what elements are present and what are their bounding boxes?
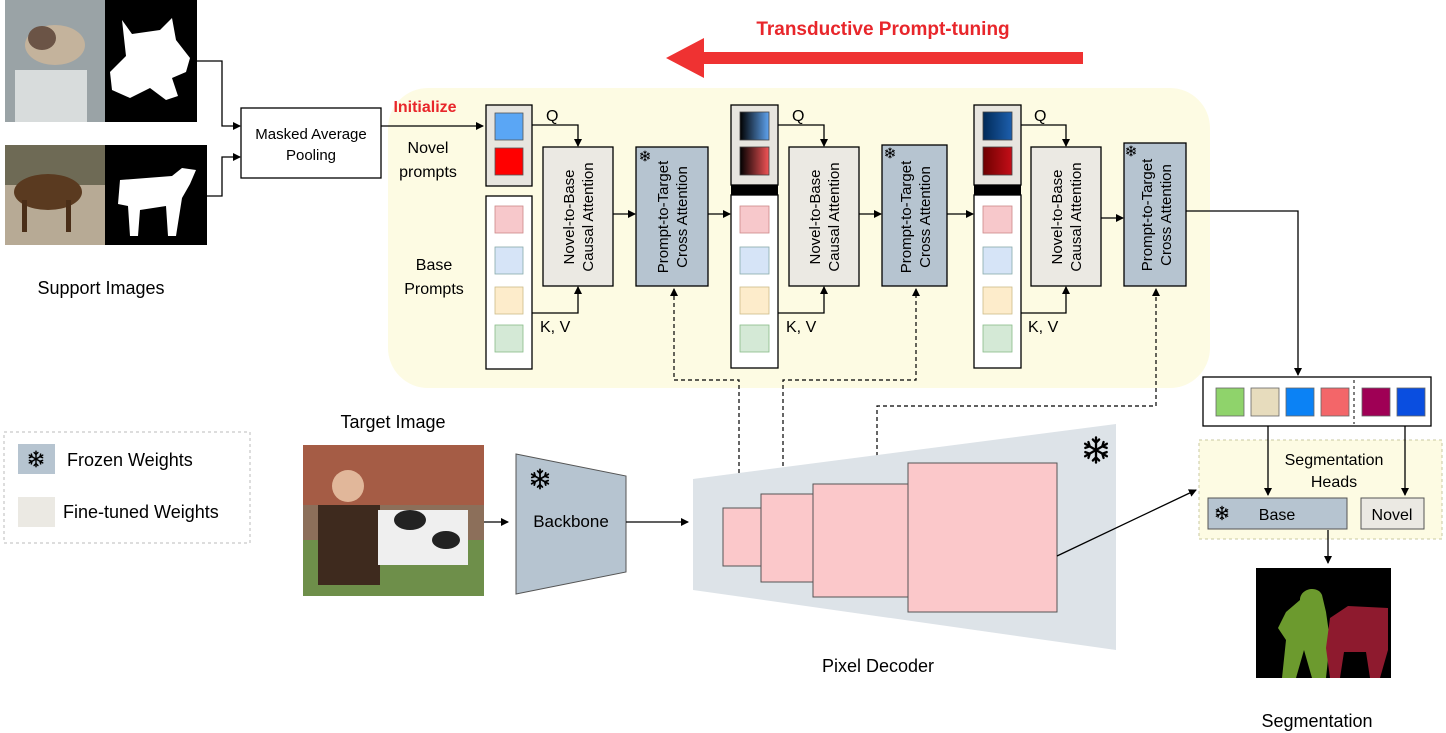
legend-frozen-label: Frozen Weights (67, 450, 193, 470)
seg-heads-label-2: Heads (1311, 474, 1357, 491)
q-label-2: Q (792, 108, 804, 125)
decoder-level-1 (722, 507, 764, 567)
base-prompts-stage1 (485, 195, 533, 370)
causal-attention-block-3 (1030, 146, 1102, 287)
support-mask-cat (105, 0, 197, 122)
cross-attention-block-3 (1123, 142, 1187, 287)
decoder-level-2 (760, 493, 817, 583)
cross-label-3a: Prompt-to-Target (1139, 158, 1156, 271)
segmentation-label: Segmentation (1261, 711, 1372, 731)
target-image-label: Target Image (340, 412, 445, 432)
cross-attention-block-1 (635, 146, 709, 287)
causal-label-3b: Causal Attention (1068, 162, 1085, 271)
base-prompts-label-1: Base (416, 257, 453, 274)
base-head (1207, 497, 1348, 530)
decoder-level-4 (907, 462, 1058, 613)
causal-attention-block-1 (542, 146, 614, 287)
support-image-cow (5, 145, 105, 245)
cross-label-1b: Cross Attention (674, 166, 691, 268)
base-head-label: Base (1259, 507, 1296, 524)
causal-label-2b: Causal Attention (826, 162, 843, 271)
transductive-arrow (666, 38, 1083, 78)
base-prompts-stage2 (730, 194, 779, 369)
target-image (303, 445, 484, 596)
causal-label-1a: Novel-to-Base (561, 169, 578, 264)
causal-label-2a: Novel-to-Base (807, 169, 824, 264)
title: Transductive Prompt-tuning (756, 19, 1009, 40)
novel-prompts-label-2: prompts (399, 164, 457, 181)
legend-finetuned-swatch (18, 497, 55, 527)
kv-label-2: K, V (786, 319, 817, 336)
novel-head (1360, 497, 1425, 530)
novel-prompts-stage2 (730, 104, 779, 195)
cross-label-1a: Prompt-to-Target (655, 160, 672, 273)
support-mask-cow (105, 145, 207, 245)
cross-label-2b: Cross Attention (917, 166, 934, 268)
cross-label-2a: Prompt-to-Target (898, 160, 915, 273)
novel-prompts-stage3 (973, 104, 1022, 195)
q-label-3: Q (1034, 108, 1046, 125)
base-prompts-label-2: Prompts (404, 281, 464, 298)
seg-heads-label-1: Segmentation (1285, 452, 1384, 469)
cross-label-3b: Cross Attention (1158, 164, 1175, 266)
masked-average-pooling (240, 107, 382, 179)
novel-head-label: Novel (1372, 507, 1413, 524)
cross-attention-block-2 (881, 144, 948, 287)
pixel-decoder-label: Pixel Decoder (822, 656, 934, 676)
backbone-label: Backbone (533, 512, 609, 531)
segmentation-output (1256, 568, 1391, 678)
causal-label-1b: Causal Attention (580, 162, 597, 271)
kv-label-1: K, V (540, 319, 571, 336)
legend-finetuned-label: Fine-tuned Weights (63, 502, 219, 522)
pooling-label-2: Pooling (286, 147, 336, 164)
output-tokens (1202, 376, 1432, 427)
q-label-1: Q (546, 108, 558, 125)
novel-prompts-label-1: Novel (408, 140, 449, 157)
pooling-label-1: Masked Average (255, 126, 366, 143)
initialize-label: Initialize (393, 99, 456, 116)
novel-prompts-stage1 (485, 104, 533, 187)
support-images-label: Support Images (37, 278, 164, 298)
causal-label-3a: Novel-to-Base (1049, 169, 1066, 264)
support-image-cat (5, 0, 105, 122)
decoder-level-3 (812, 483, 912, 598)
kv-label-3: K, V (1028, 319, 1059, 336)
backbone (515, 453, 627, 595)
causal-attention-block-2 (788, 146, 860, 287)
base-prompts-stage3 (973, 194, 1022, 369)
